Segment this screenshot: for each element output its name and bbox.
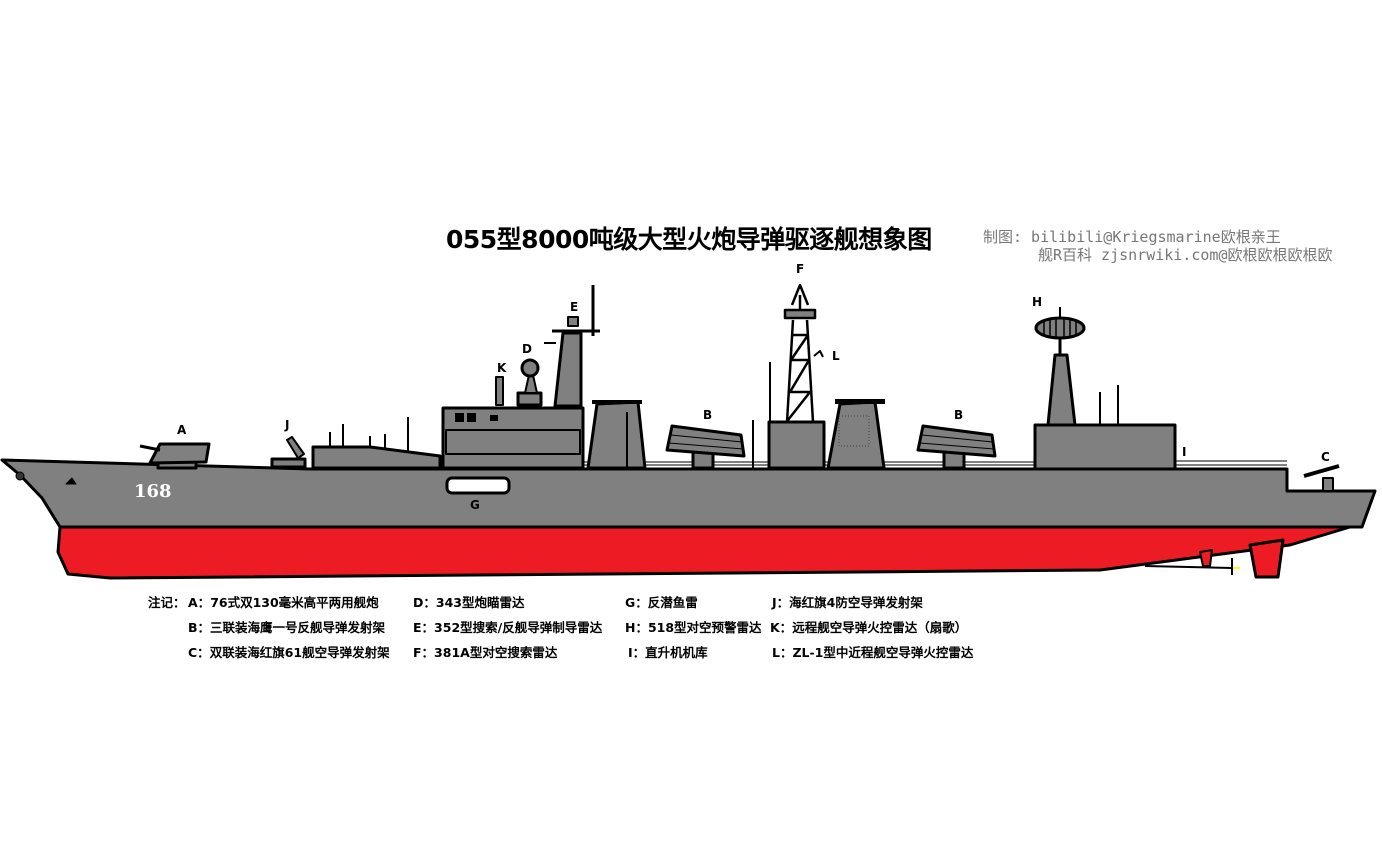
launcher-c	[1303, 464, 1340, 478]
marker-l: L	[832, 349, 840, 363]
legend-item-c: C：双联装海红旗61舰空导弹发射架	[188, 645, 390, 660]
marker-d: D	[522, 342, 532, 356]
marker-e: E	[570, 300, 579, 314]
hangar	[1033, 423, 1177, 471]
legend-item-k: K：远程舰空导弹火控雷达（扇歌）	[770, 620, 968, 635]
radar-d	[520, 358, 540, 378]
marker-j: J	[285, 418, 290, 432]
legend-item-e: E：352型搜索/反舰导弹制导雷达	[413, 620, 603, 635]
legend-item-l: L：ZL-1型中近程舰空导弹火控雷达	[772, 645, 974, 660]
marker-c: C	[1321, 450, 1330, 464]
marker-f: F	[796, 262, 805, 276]
radar-h	[1034, 316, 1086, 340]
marker-a: A	[177, 423, 187, 437]
launcher-b-2	[916, 424, 997, 458]
legend-item-g: G：反潜鱼雷	[625, 595, 698, 610]
launcher-b-1	[665, 424, 746, 458]
diagram-title: 055型8000吨级大型火炮导弹驱逐舰想象图	[446, 225, 932, 254]
launcher-j	[270, 457, 307, 469]
marker-b-1: B	[703, 408, 713, 422]
forward-deckhouse	[311, 445, 442, 470]
marker-i: I	[1182, 445, 1187, 459]
legend-item-a: A：76式双130毫米高平两用舰炮	[188, 595, 379, 610]
radar-e	[567, 316, 579, 327]
rudder	[1248, 538, 1285, 579]
gun-a-turret	[148, 442, 211, 465]
credit-line-1: 制图: bilibili@Kriegsmarine欧根亲王	[983, 228, 1281, 246]
legend-item-j: J：海红旗4防空导弹发射架	[772, 595, 923, 610]
funnel-fore	[586, 400, 647, 470]
legend-prefix: 注记：	[148, 595, 186, 610]
marker-h: H	[1032, 295, 1043, 309]
marker-b-2: B	[954, 408, 964, 422]
hull-underwater	[56, 525, 1352, 580]
marker-g: G	[470, 498, 480, 512]
legend-item-h: H：518型对空预警雷达	[625, 620, 762, 635]
legend-item-b: B：三联装海鹰一号反舰导弹发射架	[188, 620, 386, 635]
marker-k: K	[497, 361, 507, 375]
funnel-aft	[826, 400, 886, 470]
mast-h	[1046, 353, 1077, 427]
mast-e	[553, 331, 583, 408]
torpedo-hatch	[445, 476, 511, 495]
tower-f-base	[767, 420, 826, 470]
legend-item-i: I：直升机机库	[628, 645, 708, 660]
radar-f-lattice	[783, 283, 817, 423]
launcher-c-base	[1322, 477, 1334, 492]
radar-k	[495, 376, 504, 406]
skeg	[1199, 549, 1213, 567]
hull-number: 168	[134, 481, 172, 502]
credit-line-2: 舰R百科 zjsnrwiki.com@欧根欧根欧根欧	[1038, 246, 1333, 264]
radar-l	[813, 350, 824, 358]
legend-item-d: D：343型炮瞄雷达	[413, 595, 525, 610]
legend-item-f: F：381A型对空搜索雷达	[413, 645, 558, 660]
